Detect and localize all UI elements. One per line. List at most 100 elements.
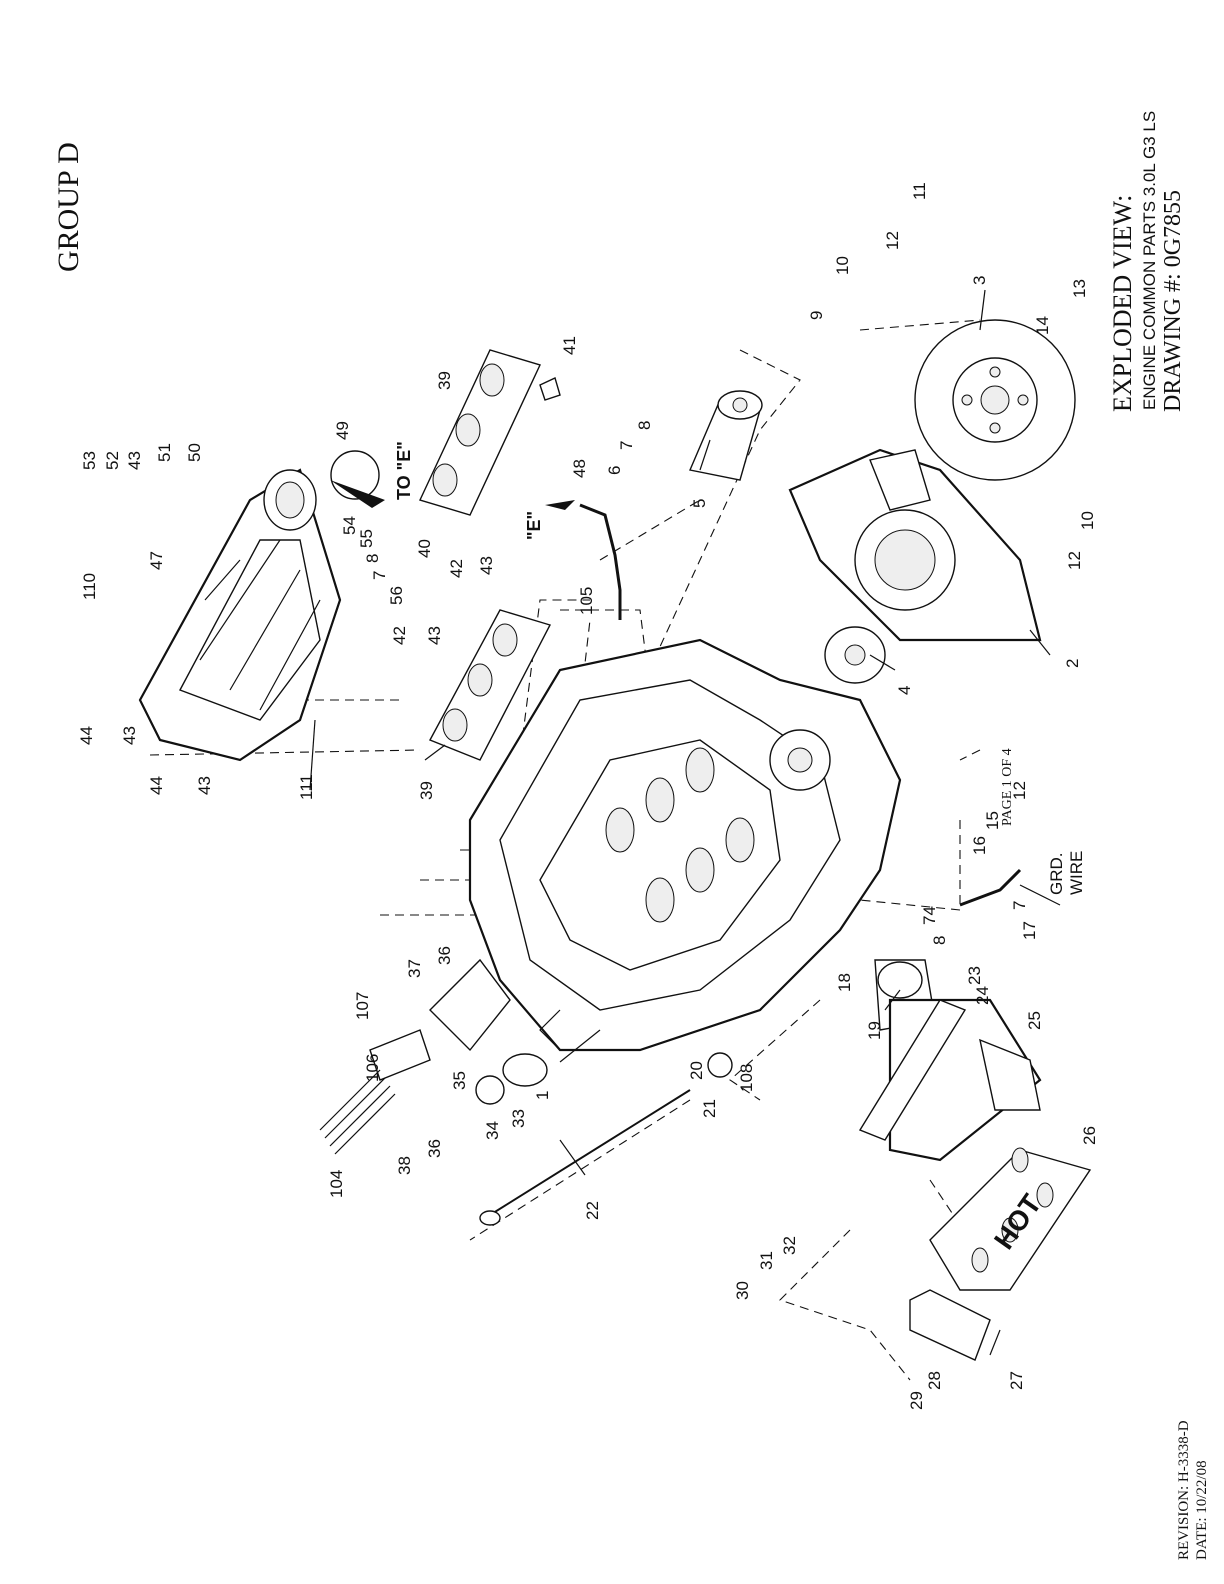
callout-52: 52 [103, 451, 122, 470]
bracket-41 [539, 377, 561, 401]
callout-50: 50 [185, 443, 204, 462]
callout-56: 56 [387, 586, 406, 605]
engine-block [468, 638, 902, 1052]
callout-15: 15 [983, 811, 1002, 830]
callout-54: 54 [340, 516, 359, 535]
callout-43e: 43 [477, 556, 496, 575]
callout-38: 38 [395, 1156, 414, 1175]
callout-11: 11 [910, 182, 929, 200]
callout-12a: 12 [883, 231, 902, 250]
callout-2: 2 [1063, 659, 1082, 668]
fuel-line [579, 503, 622, 620]
callout-12c: 12 [1010, 781, 1029, 800]
callout-53: 53 [80, 451, 99, 470]
callout-3: 3 [970, 276, 989, 285]
callout-25: 25 [1025, 1011, 1044, 1030]
callout-4: 4 [895, 686, 914, 695]
callout-43c: 43 [195, 776, 214, 795]
oil-cap-33 [502, 1053, 548, 1087]
callout-26: 26 [1080, 1126, 1099, 1145]
callout-7b: 7 [370, 571, 389, 580]
leader-lines [204, 289, 1061, 1356]
flywheel-spacer [824, 626, 886, 684]
callout-44b: 44 [147, 776, 166, 795]
callout-24: 24 [973, 986, 992, 1005]
arrow-to-e [330, 480, 385, 508]
callout-104: 104 [327, 1170, 346, 1198]
callout-110: 110 [80, 573, 99, 600]
callout-111: 111 [297, 774, 316, 800]
callout-105: 105 [577, 587, 596, 615]
callout-16: 16 [970, 836, 989, 855]
callout-39a: 39 [435, 371, 454, 390]
callout-31: 31 [757, 1251, 776, 1270]
callout-107: 107 [353, 992, 372, 1020]
starter-motor [689, 390, 763, 481]
shield-bracket [909, 1289, 991, 1361]
cylinder-ports [605, 747, 755, 923]
callout-23: 23 [965, 966, 984, 985]
callout-35: 35 [450, 1071, 469, 1090]
callout-10a: 10 [833, 256, 852, 275]
callout-44a: 44 [77, 726, 96, 745]
bell-housing [788, 448, 1042, 642]
callout-42a: 42 [447, 559, 466, 578]
callout-17: 17 [1020, 921, 1039, 940]
callout-labels: 1 2 3 4 5 6 7 7 7 8 8 8 9 10 10 11 12 12… [77, 182, 1099, 1410]
callout-43d: 43 [425, 626, 444, 645]
callout-14: 14 [1033, 316, 1052, 335]
intake-gasket-upper [419, 349, 541, 516]
callout-7a: 7 [617, 441, 636, 450]
callout-13: 13 [1070, 279, 1089, 298]
callout-18: 18 [835, 973, 854, 992]
callout-33: 33 [509, 1109, 528, 1128]
callout-28: 28 [925, 1371, 944, 1390]
callout-7c: 7 [1010, 901, 1029, 910]
callout-74: 74 [920, 906, 939, 925]
arrow-e-marker [545, 500, 575, 510]
ground-wire-label-2: WIRE [1067, 851, 1086, 895]
callout-40: 40 [415, 539, 434, 558]
callout-5: 5 [690, 499, 709, 508]
flex-plate [914, 319, 1076, 481]
callout-42b: 42 [390, 626, 409, 645]
callout-8b: 8 [363, 554, 382, 563]
dipstick [479, 1089, 691, 1226]
callout-41: 41 [560, 336, 579, 355]
callout-48: 48 [570, 459, 589, 478]
e-marker: "E" [524, 511, 544, 540]
intake-gasket-lower [429, 609, 552, 761]
callout-47: 47 [147, 551, 166, 570]
callout-34: 34 [483, 1121, 502, 1140]
callout-37: 37 [405, 959, 424, 978]
exhaust-gasket [858, 999, 967, 1141]
to-e-annotation: TO "E" [394, 441, 414, 500]
heat-shield [929, 1147, 1092, 1291]
callout-1: 1 [533, 1091, 552, 1100]
callout-30: 30 [733, 1281, 752, 1300]
callout-12b: 12 [1065, 551, 1084, 570]
callout-8a: 8 [635, 421, 654, 430]
ground-wire-label-1: GRD. [1047, 853, 1066, 896]
callout-49: 49 [333, 421, 352, 440]
oil-cap-34 [475, 1075, 505, 1105]
ground-wire [959, 868, 1022, 907]
callout-32: 32 [780, 1236, 799, 1255]
oil-pressure-sender [707, 1052, 733, 1078]
callout-20: 20 [687, 1061, 706, 1080]
wiring-harness [319, 1029, 431, 1155]
callout-36b: 36 [425, 1139, 444, 1158]
callout-21: 21 [700, 1099, 719, 1118]
callout-27: 27 [1007, 1371, 1026, 1390]
callout-8c: 8 [930, 936, 949, 945]
callout-43b: 43 [120, 726, 139, 745]
callout-19: 19 [865, 1021, 884, 1040]
callout-39b: 39 [417, 781, 436, 800]
sensor-bracket [429, 958, 511, 1052]
callout-29: 29 [907, 1391, 926, 1410]
callout-106: 106 [363, 1054, 382, 1082]
callout-36a: 36 [435, 946, 454, 965]
callout-6: 6 [605, 466, 624, 475]
callout-43a: 43 [125, 451, 144, 470]
